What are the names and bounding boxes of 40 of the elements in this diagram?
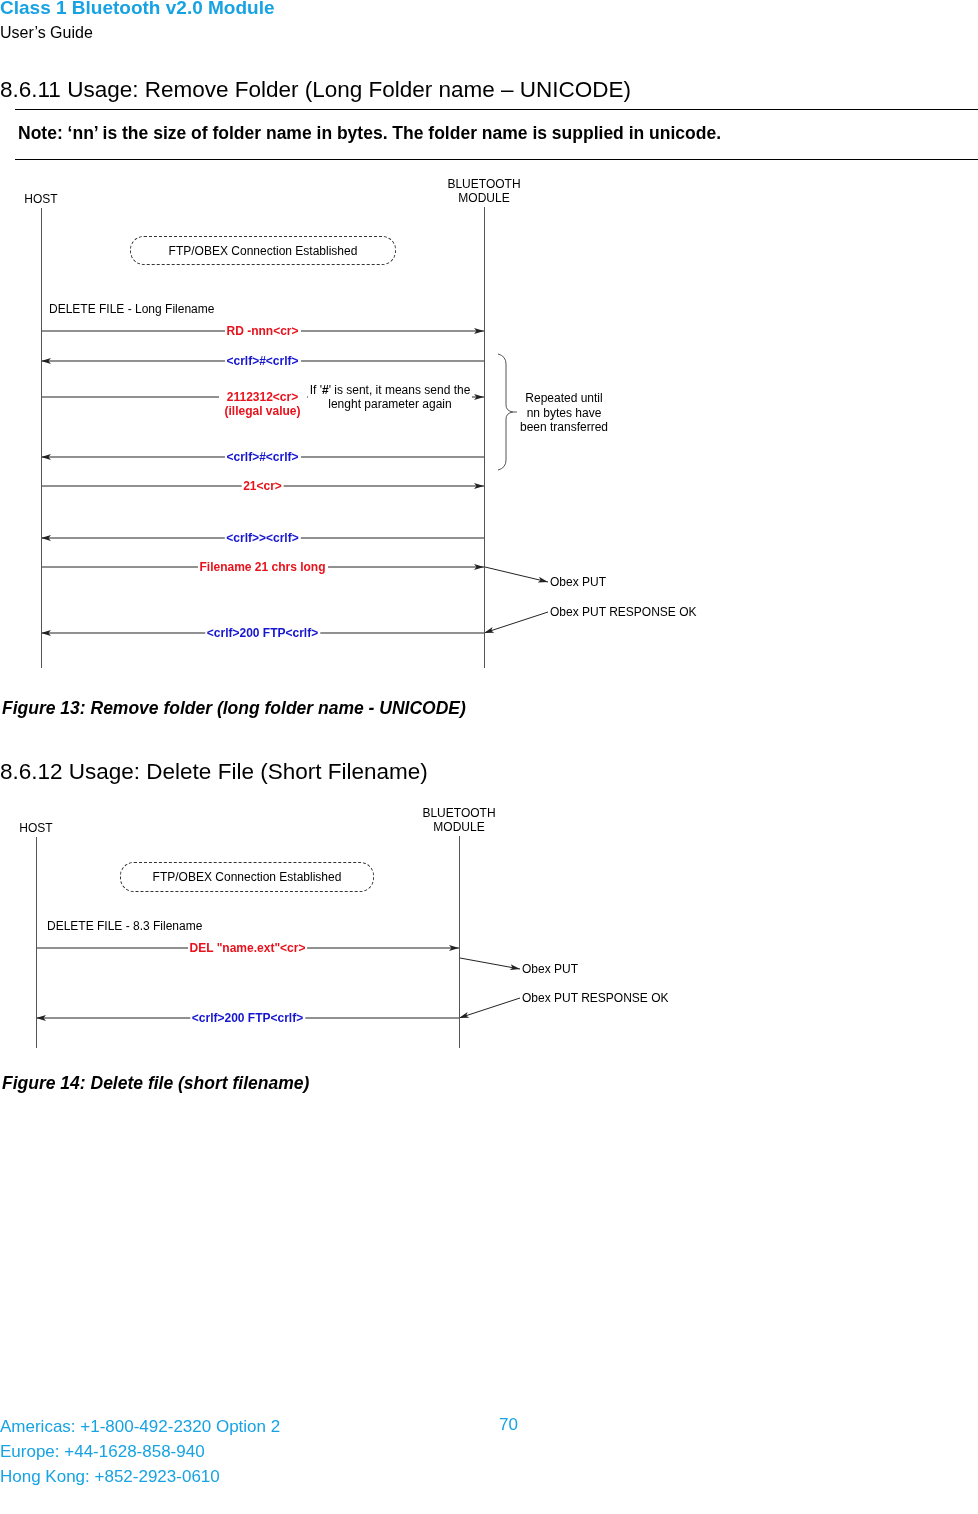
annotation-note: If '#' is sent, it means send the lenght parameter again (308, 383, 472, 411)
bracket-note: Repeated until nn bytes have been transferred (518, 391, 610, 435)
state-box: FTP/OBEX Connection Established (130, 236, 396, 265)
annotation-text: Obex PUT (522, 962, 578, 976)
running-header: Class 1 Bluetooth v2.0 Module (0, 0, 275, 20)
page-number: 70 (499, 1415, 518, 1436)
message-label: DEL "name.ext"<cr> (187, 941, 308, 955)
annotation-text: Obex PUT (550, 575, 606, 589)
leader-arrow (459, 957, 521, 971)
message-label: 2112312<cr> (illegal value) (218, 390, 307, 418)
message-label: <crlf>><crlf> (224, 531, 301, 545)
footer-contact: Hong Kong: +852-2923-0610 (0, 1467, 220, 1488)
leader-arrow (458, 997, 521, 1019)
annotation-text: Obex PUT RESPONSE OK (522, 991, 669, 1005)
note-text: Note: ‘nn’ is the size of folder name in bytes. The folder name is supplied in unicode. (18, 123, 722, 144)
message-label: <crlf>#<crlf> (224, 450, 301, 464)
annotation-text: Obex PUT RESPONSE OK (550, 605, 697, 619)
step-label: DELETE FILE - Long Filename (49, 302, 215, 317)
leader-arrow (484, 566, 549, 583)
message-label: 21<cr> (241, 479, 284, 493)
message-arrow (40, 483, 485, 489)
section-heading: 8.6.12 Usage: Delete File (Short Filename) (0, 758, 428, 785)
message-label: RD -nnn<cr> (224, 324, 301, 338)
section-heading: 8.6.11 Usage: Remove Folder (Long Folder name – UNICODE) (0, 76, 632, 103)
message-label: <crlf>200 FTP<crlf> (204, 626, 321, 640)
figure-caption: Figure 14: Delete file (short filename) (2, 1073, 310, 1094)
message-label: <crlf>200 FTP<crlf> (189, 1011, 306, 1025)
participant-name: BLUETOOTH MODULE (421, 806, 497, 834)
participant-name: HOST (18, 821, 54, 835)
figure-caption: Figure 13: Remove folder (long folder name - UNICODE) (2, 698, 466, 719)
leader-arrow (483, 611, 549, 634)
document-subtitle: User’s Guide (0, 23, 93, 43)
footer-contact: Europe: +44-1628-858-940 (0, 1442, 205, 1463)
state-box: FTP/OBEX Connection Established (120, 862, 374, 892)
message-label: <crlf>#<crlf> (224, 354, 301, 368)
step-label: DELETE FILE - 8.3 Filename (47, 919, 203, 934)
footer-contact: Americas: +1-800-492-2320 Option 2 (0, 1417, 281, 1438)
participant-name: HOST (23, 192, 59, 206)
message-label: Filename 21 chrs long (197, 560, 328, 574)
participant-name: BLUETOOTH MODULE (446, 177, 522, 205)
